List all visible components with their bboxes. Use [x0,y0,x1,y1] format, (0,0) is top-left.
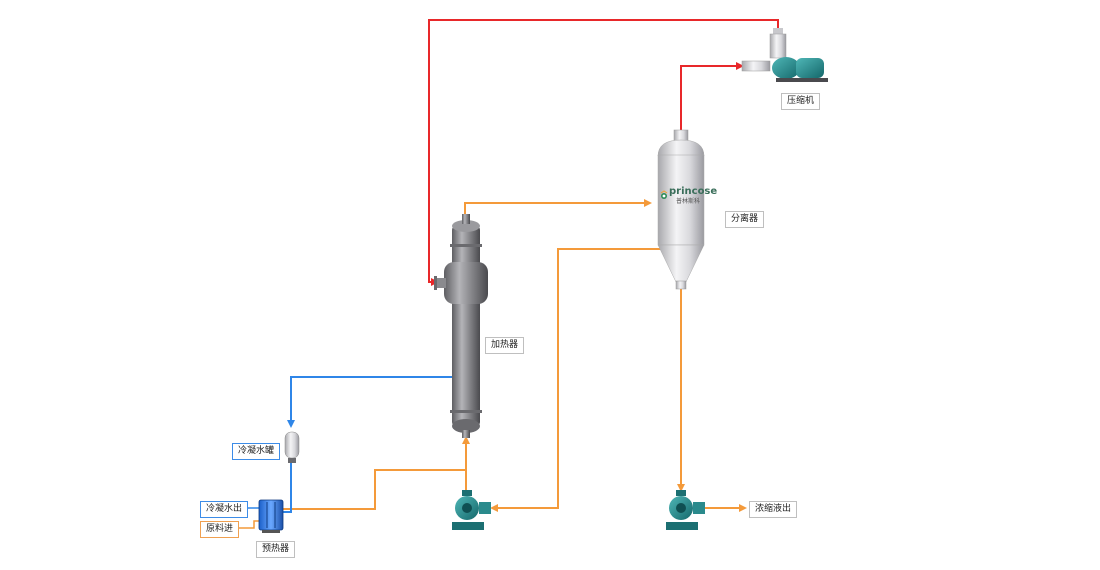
label-concentrate-out: 浓缩液出 [749,501,798,518]
heater-vessel [434,214,488,438]
steam-line-compressor-to-heater [428,19,779,286]
label-compressor: 压缩机 [781,93,821,110]
line-feed-in [232,520,259,529]
condensate-line-heater-to-tank [287,376,452,428]
brand-name: princose [669,186,718,197]
label-condensate-out: 冷凝水出 [200,501,249,518]
line-preheater-to-heater [283,469,466,510]
label-feed-in: 原料进 [200,521,240,538]
label-heater: 加热器 [485,337,525,354]
separator-vessel [657,129,705,290]
brand-subtitle: 普林斯科 [676,198,701,205]
condensate-tank [284,431,300,463]
princose-logo-icon [660,190,668,199]
line-heater-to-separator [464,199,652,220]
preheater [258,499,284,533]
label-condensate-tank: 冷凝水罐 [232,443,281,460]
compressor [741,28,828,82]
label-separator: 分离器 [725,211,765,228]
concentrate-pump [666,490,705,530]
recirculation-pump [452,490,491,530]
steam-line-separator-to-compressor [680,62,744,133]
label-preheater: 预热器 [256,541,296,558]
line-separator-to-recirc-pump [490,248,668,512]
condensate-line-tank-to-preheater [283,463,292,513]
